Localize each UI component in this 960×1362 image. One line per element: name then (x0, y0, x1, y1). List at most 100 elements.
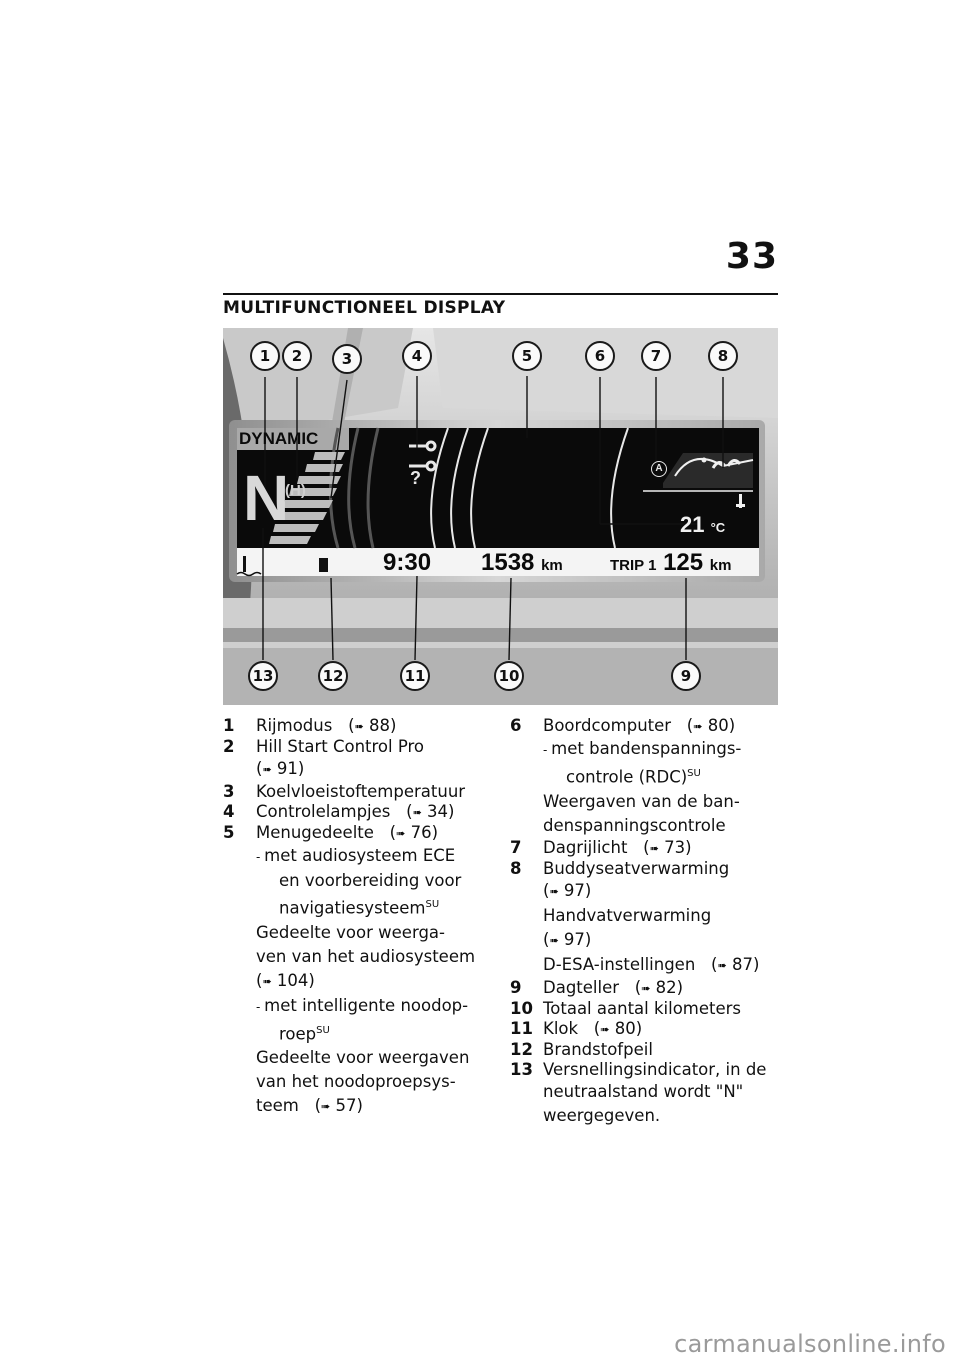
trip-readout: TRIP 1 125 km (610, 549, 731, 577)
callout-4: 4 (402, 341, 432, 371)
warning-question-mark: ? (410, 468, 421, 488)
legend-item-3: 3 Koelvloeistoftemperatuur (223, 782, 483, 802)
legend-subitem-cont: navigatiesysteemSU (279, 898, 440, 918)
reference-arrow-icon: ➠ (693, 720, 703, 733)
legend-item-4: 4 Controlelampjes (➠ 34) (223, 802, 483, 823)
callout-13: 13 (248, 661, 278, 691)
legend-item-10: 10 Totaal aantal kilometers (510, 999, 780, 1019)
legend-number: 1 (223, 716, 235, 735)
legend-text: Buddyseatverwarming (543, 858, 730, 878)
display-mode-text: DYNAMIC (239, 429, 319, 448)
legend-text: Rijmodus (256, 716, 333, 735)
legend-description: Gedeelte voor weerga- (256, 922, 445, 942)
page-number: 33 (725, 236, 778, 277)
legend-text: Boordcomputer (543, 716, 672, 735)
page-reference: (➠ 80) (583, 1018, 643, 1038)
callout-10: 10 (494, 661, 524, 691)
legend-number: 12 (510, 1039, 533, 1059)
legend-description: Weergaven van de ban- (543, 791, 740, 811)
reference-arrow-icon: ➠ (412, 806, 422, 819)
legend-item-2: 2 Hill Start Control Pro (223, 737, 483, 757)
callout-11: 11 (400, 661, 430, 691)
legend-text: Controlelampjes (256, 802, 391, 821)
su-marker: SU (425, 899, 440, 910)
legend-description: Gedeelte voor weergaven (256, 1048, 470, 1067)
page-reference: (➠ 97) (543, 880, 592, 900)
temperature-value: 21 (680, 512, 705, 537)
reference-arrow-icon: ➠ (549, 884, 559, 898)
legend-number: 9 (510, 977, 522, 997)
callout-3: 3 (332, 344, 362, 374)
callout-2: 2 (282, 341, 312, 371)
legend-text-cont: neutraalstand wordt "N" (543, 1081, 744, 1101)
reference-arrow-icon: ➠ (262, 763, 272, 776)
page-reference: (➠ 34) (395, 802, 455, 821)
legend-subitem-cont: roepSU (279, 1024, 330, 1043)
legend-item-1: 1 Rijmodus (➠ 88) (223, 716, 483, 737)
legend-item-13: 13 Versnellingsindicator, in de (510, 1060, 780, 1080)
legend-text: Dagteller (543, 977, 620, 997)
legend-subitem: met bandenspannings- (510, 737, 780, 762)
legend-item-6: 6 Boordcomputer (➠ 80) (510, 716, 780, 737)
auto-light-symbol: A (651, 461, 667, 477)
legend-subitem: met audiosysteem ECE (223, 844, 483, 869)
odometer-value: 1538 (481, 549, 535, 576)
page-reference: (➠ 57) (304, 1096, 363, 1115)
legend-description: van het noodoproepsys- (256, 1072, 456, 1091)
legend-right-column: 6 Boordcomputer (➠ 80) met bandenspannin… (510, 716, 780, 1128)
reference-arrow-icon: ➠ (321, 1100, 331, 1113)
legend-number: 8 (510, 858, 522, 878)
callout-7: 7 (641, 341, 671, 371)
legend-number: 10 (510, 998, 533, 1018)
legend-number: 7 (510, 837, 522, 857)
trip-unit: km (709, 557, 732, 574)
page-reference: (➠ 97) (543, 929, 592, 949)
reference-arrow-icon: ➠ (549, 933, 559, 947)
legend-number: 2 (223, 737, 235, 756)
page-reference: (➠ 87) (700, 954, 760, 974)
outside-temperature: 21 °C (680, 512, 725, 538)
callout-8: 8 (708, 341, 738, 371)
legend-number: 4 (223, 802, 235, 821)
page-reference: (➠ 73) (632, 837, 692, 857)
legend-left-column: 1 Rijmodus (➠ 88) 2 Hill Start Control P… (223, 716, 483, 1119)
temperature-unit: °C (710, 520, 726, 535)
legend-text: D-ESA-instellingen (➠ 87) (543, 954, 760, 974)
trip-label: TRIP 1 (610, 557, 657, 574)
legend-text: Koelvloeistoftemperatuur (256, 782, 466, 801)
hill-start-symbol: (H) (285, 482, 306, 499)
legend-subitem-cont: controle (RDC)SU (566, 767, 701, 787)
su-marker: SU (687, 768, 701, 779)
trip-value: 125 (663, 549, 704, 576)
callout-6: 6 (585, 341, 615, 371)
page-reference: (➠ 91) (256, 759, 305, 778)
legend-subitem: met intelligente noodop- (223, 994, 483, 1019)
legend-number: 11 (510, 1018, 533, 1038)
page-reference: (➠ 76) (379, 823, 439, 842)
callout-5: 5 (512, 341, 542, 371)
page-reference: (➠ 88) (337, 716, 397, 735)
legend-number: 5 (223, 823, 235, 842)
legend-text: Menugedeelte (256, 823, 374, 842)
legend-text: Brandstofpeil (543, 1039, 653, 1059)
legend-item-9: 9 Dagteller (➠ 82) (510, 978, 780, 999)
legend-number: 13 (510, 1059, 533, 1079)
legend-text: Versnellingsindicator, in de (543, 1059, 767, 1079)
reference-arrow-icon: ➠ (641, 981, 651, 995)
legend-text: Klok (543, 1018, 579, 1038)
callout-12: 12 (318, 661, 348, 691)
reference-arrow-icon: ➠ (262, 974, 272, 988)
legend-item-8: 8 Buddyseatverwarming (510, 859, 780, 879)
reference-arrow-icon: ➠ (396, 827, 406, 840)
footer-watermark: carmanualsonline.info (674, 1330, 946, 1358)
legend-text: Dagrijlicht (543, 837, 628, 857)
reference-arrow-icon: ➠ (600, 1022, 610, 1036)
page-reference: (➠ 104) (256, 970, 315, 990)
odometer-readout: 1538 km (481, 549, 563, 577)
legend-text: Hill Start Control Pro (256, 737, 425, 756)
odometer-unit: km (541, 557, 563, 574)
gear-indicator-text: N (243, 462, 290, 534)
callout-9: 9 (671, 661, 701, 691)
su-marker: SU (316, 1024, 330, 1036)
legend-description: teem (➠ 57) (256, 1096, 363, 1115)
